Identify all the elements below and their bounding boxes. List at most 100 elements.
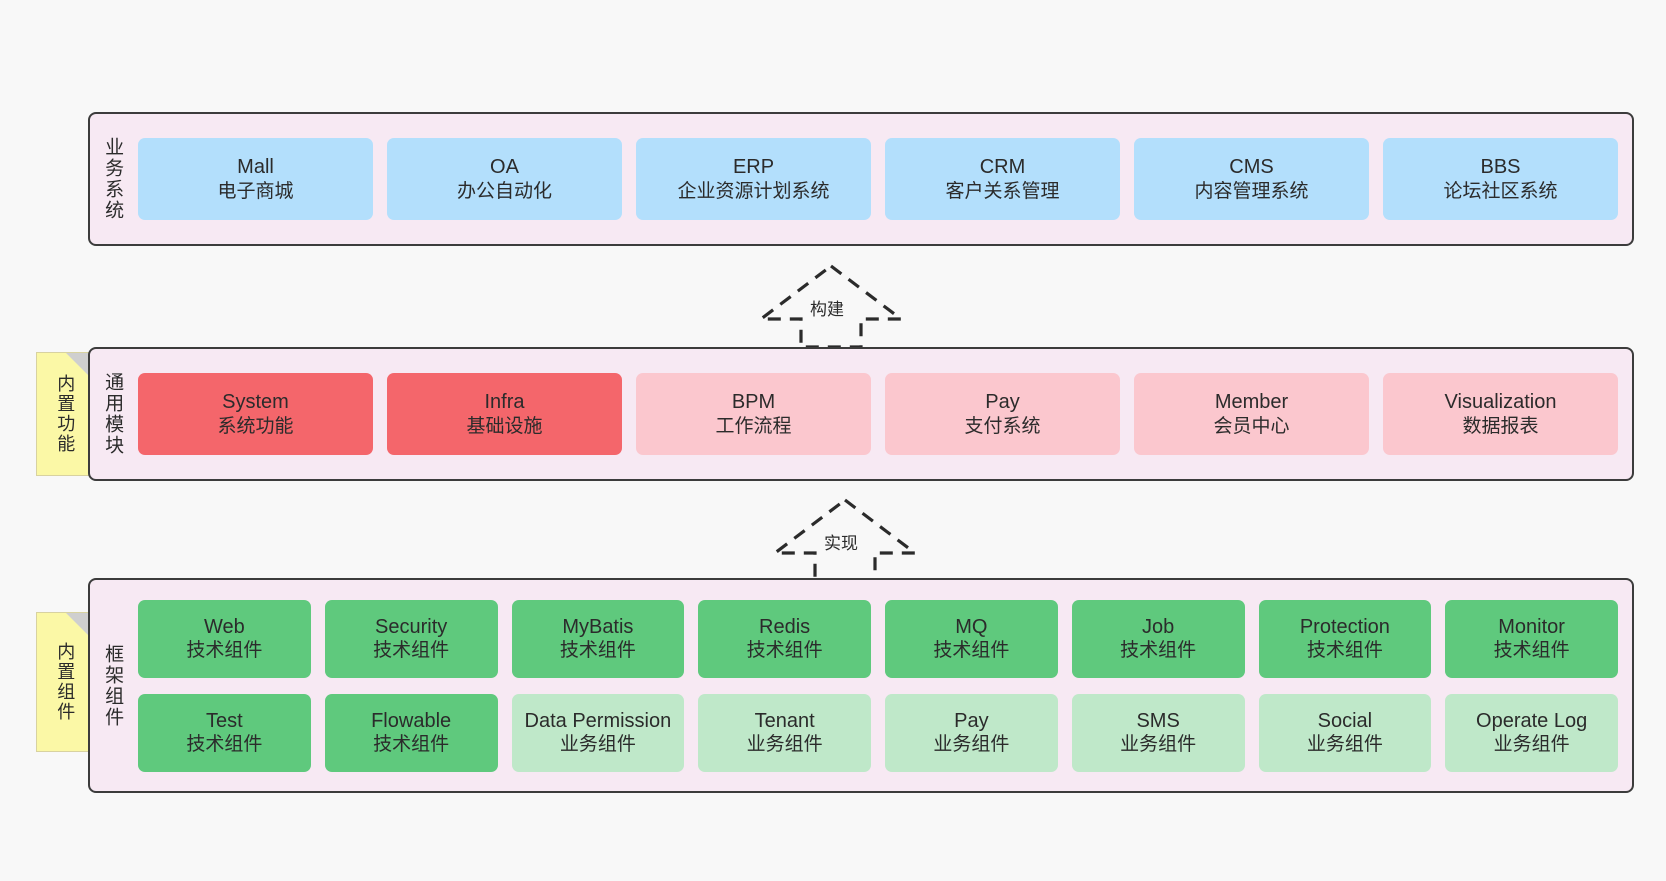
node-pay[interactable]: Pay 支付系统 [885,373,1120,455]
node-subtitle: 技术组件 [1493,640,1570,662]
node-mall[interactable]: Mall 电子商城 [138,138,373,220]
layer-body-business-system: Mall 电子商城 OA 办公自动化 ERP 企业资源计划系统 CRM 客户关系… [134,114,1632,244]
node-subtitle: 企业资源计划系统 [677,180,830,202]
node-erp[interactable]: ERP 企业资源计划系统 [636,138,871,220]
node-subtitle: 技术组件 [1306,640,1383,662]
node-mybatis[interactable]: MyBatis 技术组件 [511,599,685,678]
node-member[interactable]: Member 会员中心 [1134,373,1369,455]
node-infra[interactable]: Infra 基础设施 [387,373,622,455]
node-flowable[interactable]: Flowable 技术组件 [324,693,498,772]
layer-title-framework-components: 框架组件 [102,643,124,728]
node-title: Data Permission [524,709,672,732]
node-subtitle: 论坛社区系统 [1443,180,1558,202]
node-subtitle: 业务组件 [1120,734,1197,756]
node-bpm[interactable]: BPM 工作流程 [636,373,871,455]
node-subtitle: 办公自动化 [456,180,552,202]
node-monitor[interactable]: Monitor 技术组件 [1445,599,1618,678]
node-data-permission[interactable]: Data Permission 业务组件 [511,693,685,772]
node-sms[interactable]: SMS 业务组件 [1071,693,1245,772]
node-title: Security [375,615,448,638]
node-subtitle: 技术组件 [933,640,1010,662]
note-builtin-features: 内置功能 [36,352,92,476]
node-title: Test [206,709,243,732]
node-system[interactable]: System 系统功能 [138,373,373,455]
node-redis[interactable]: Redis 技术组件 [698,599,871,678]
node-title: Protection [1299,615,1390,638]
layer-body-common-modules: System 系统功能 Infra 基础设施 BPM 工作流程 Pay 支付系统… [134,349,1632,479]
node-social[interactable]: Social 业务组件 [1258,693,1432,772]
node-subtitle: 技术组件 [559,640,636,662]
node-protection[interactable]: Protection 技术组件 [1258,599,1432,678]
layer-body-framework-components: Web 技术组件 Security 技术组件 MyBatis 技术组件 Redi… [134,580,1632,791]
node-web[interactable]: Web 技术组件 [138,599,311,678]
node-subtitle: 技术组件 [186,734,263,756]
node-title: Infra [484,391,525,414]
node-subtitle: 业务组件 [1306,734,1383,756]
node-operate-log[interactable]: Operate Log 业务组件 [1445,693,1618,772]
node-title: BPM [731,391,776,414]
node-title: CMS [1229,156,1274,179]
node-title: MQ [955,615,988,638]
node-subtitle: 支付系统 [964,415,1041,437]
connector-implement-arrow: 实现 [770,497,920,583]
note-label: 内置功能 [55,374,76,454]
node-title: CRM [979,156,1026,179]
node-title: Mall [237,156,274,179]
node-subtitle: 系统功能 [217,415,294,437]
node-job[interactable]: Job 技术组件 [1071,599,1245,678]
layer-common-modules: 通用模块 System 系统功能 Infra 基础设施 BPM 工作流程 Pay… [88,347,1634,481]
node-visualization[interactable]: Visualization 数据报表 [1383,373,1618,455]
node-title: SMS [1136,709,1180,732]
node-subtitle: 技术组件 [1120,640,1197,662]
node-security[interactable]: Security 技术组件 [324,599,498,678]
node-row: Mall 电子商城 OA 办公自动化 ERP 企业资源计划系统 CRM 客户关系… [138,138,1618,220]
node-title: OA [490,156,519,179]
node-subtitle: 会员中心 [1213,415,1290,437]
node-title: Pay [954,709,989,732]
note-fold-corner [66,613,92,639]
node-pay-component[interactable]: Pay 业务组件 [885,693,1058,772]
note-builtin-components: 内置组件 [36,612,92,752]
connector-implement-label: 实现 [824,534,858,553]
layer-title-common-modules: 通用模块 [102,372,124,456]
node-title: Social [1317,709,1373,732]
node-subtitle: 数据报表 [1462,415,1539,437]
node-subtitle: 技术组件 [373,734,450,756]
node-bbs[interactable]: BBS 论坛社区系统 [1383,138,1618,220]
node-subtitle: 基础设施 [466,415,543,437]
node-subtitle: 技术组件 [186,640,263,662]
node-subtitle: 客户关系管理 [945,180,1060,202]
node-subtitle: 业务组件 [1493,734,1570,756]
note-label: 内置组件 [55,642,76,722]
node-title: Job [1142,615,1175,638]
node-subtitle: 技术组件 [373,640,450,662]
node-title: Visualization [1444,391,1557,414]
node-title: BBS [1480,156,1521,179]
node-title: Pay [985,391,1020,414]
node-cms[interactable]: CMS 内容管理系统 [1134,138,1369,220]
connector-build-arrow: 构建 [756,263,906,349]
connector-build-label: 构建 [810,300,844,319]
node-mq[interactable]: MQ 技术组件 [885,599,1058,678]
layer-framework-components: 框架组件 Web 技术组件 Security 技术组件 MyBatis 技术组件 [88,578,1634,793]
node-title: Flowable [371,709,452,732]
node-title: Member [1214,391,1289,414]
node-subtitle: 技术组件 [746,640,823,662]
node-row: System 系统功能 Infra 基础设施 BPM 工作流程 Pay 支付系统… [138,373,1618,455]
node-title: MyBatis [562,615,634,638]
node-subtitle: 业务组件 [559,734,636,756]
node-test[interactable]: Test 技术组件 [138,693,311,772]
layer-business-system: 业务系统 Mall 电子商城 OA 办公自动化 ERP 企业资源计划系统 CRM… [88,112,1634,246]
node-oa[interactable]: OA 办公自动化 [387,138,622,220]
node-subtitle: 内容管理系统 [1194,180,1309,202]
node-row: Test 技术组件 Flowable 技术组件 Data Permission … [138,693,1618,772]
node-title: Tenant [754,709,815,732]
node-title: ERP [732,156,775,179]
node-title: Redis [759,615,811,638]
node-subtitle: 业务组件 [933,734,1010,756]
node-title: Operate Log [1476,709,1588,732]
node-tenant[interactable]: Tenant 业务组件 [698,693,871,772]
node-crm[interactable]: CRM 客户关系管理 [885,138,1120,220]
node-subtitle: 工作流程 [715,415,792,437]
